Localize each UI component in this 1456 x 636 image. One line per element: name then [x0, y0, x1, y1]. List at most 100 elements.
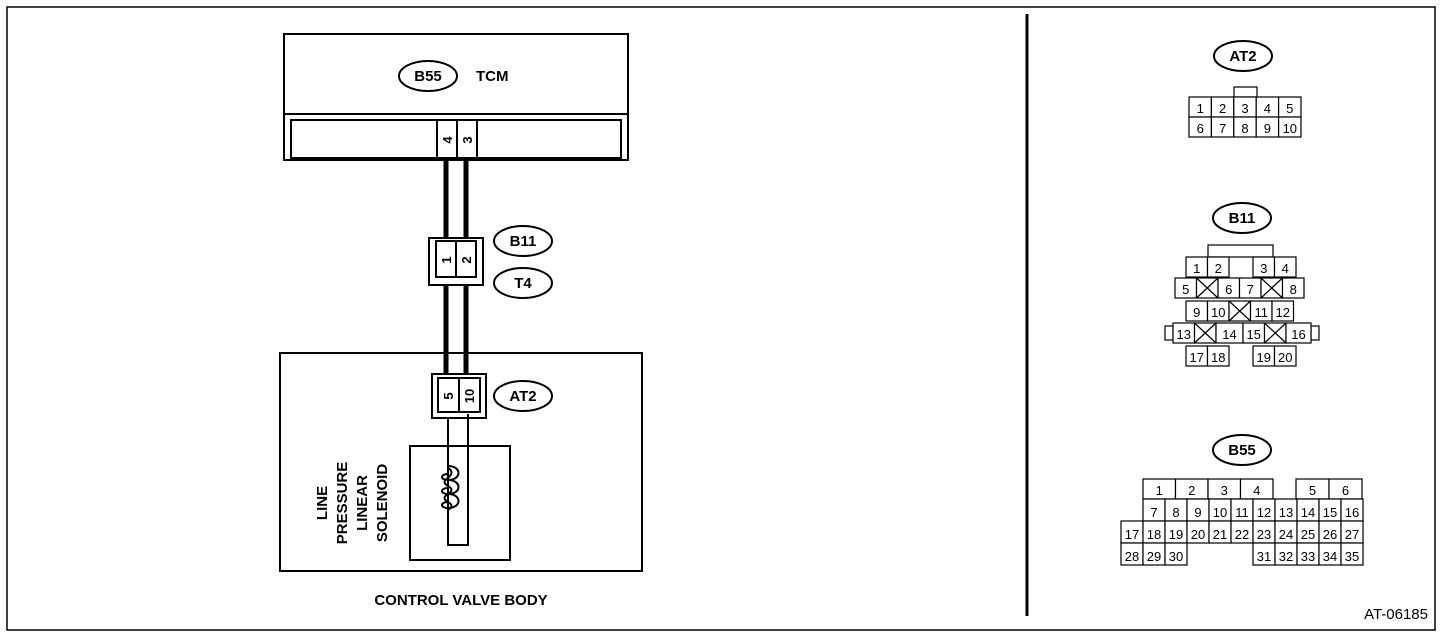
b55-pin-33: 33	[1301, 549, 1315, 564]
at2-face-title: AT2	[1229, 48, 1256, 65]
b55-pin-30: 30	[1169, 549, 1183, 564]
pin-cell	[1285, 322, 1312, 344]
pin-cell	[1206, 256, 1230, 278]
at2-pin-2: 2	[1219, 101, 1226, 116]
b55-pin-22: 22	[1235, 527, 1249, 542]
b55-pin-29: 29	[1147, 549, 1161, 564]
b11-pin-10: 10	[1211, 305, 1225, 320]
at2-pin-6: 6	[1197, 121, 1204, 136]
outer-frame	[6, 6, 1436, 631]
b55-pin-4: 4	[1253, 483, 1260, 498]
b11-pin-9: 9	[1193, 305, 1200, 320]
b55-pin-8: 8	[1172, 505, 1179, 520]
pin-cell	[1164, 542, 1188, 566]
b55-pin-6: 6	[1342, 483, 1349, 498]
b55-pin-23: 23	[1257, 527, 1271, 542]
b55-pin-21: 21	[1213, 527, 1227, 542]
b55-pin-7: 7	[1150, 505, 1157, 520]
b11-pin-18: 18	[1211, 350, 1225, 365]
tcm-name: TCM	[476, 68, 509, 85]
solenoid-label-line-3: LINEAR	[354, 475, 371, 531]
solenoid-label-line-1: LINE	[314, 486, 331, 520]
b55-pin-14: 14	[1301, 505, 1315, 520]
tcm-pin-4: 4	[440, 136, 455, 144]
b11-pin-6: 6	[1225, 282, 1232, 297]
b55-pin-3: 3	[1221, 483, 1228, 498]
b11-pin-5: 5	[1182, 282, 1189, 297]
tcm-connector-badge	[398, 60, 458, 92]
b55-pin-13: 13	[1279, 505, 1293, 520]
b11-face-title: B11	[1229, 210, 1256, 227]
b55-pin-20: 20	[1191, 527, 1205, 542]
valve-pin-10: 10	[462, 389, 477, 403]
pin-cell	[1273, 256, 1297, 278]
b55-face-title: B55	[1228, 442, 1256, 459]
joint-connector-top-id: B11	[510, 233, 537, 250]
joint-connector: 1 2 B11 T4	[428, 225, 553, 299]
b55-pin-19: 19	[1169, 527, 1183, 542]
at2-pin-1: 1	[1197, 101, 1204, 116]
b11-pin-14: 14	[1222, 327, 1236, 342]
b55-pin-35: 35	[1345, 549, 1359, 564]
b11-pin-11: 11	[1255, 305, 1269, 320]
b11-pin-7: 7	[1247, 282, 1254, 297]
joint-connector-badge-top	[493, 225, 553, 257]
solenoid-label-line-4: SOLENOID	[374, 464, 391, 543]
joint-pin-1: 1	[439, 256, 454, 263]
b11-pin-20: 20	[1278, 350, 1292, 365]
b55-pin-2: 2	[1188, 483, 1195, 498]
b11-pin-4: 4	[1282, 261, 1289, 276]
pin-cell	[1340, 542, 1364, 566]
figure-id: AT-06185	[1364, 606, 1428, 623]
pin-cell	[1273, 345, 1297, 367]
pin-cell	[1271, 300, 1295, 322]
tcm-module: 4 3 B55 TCM	[283, 33, 629, 161]
b55-pin-28: 28	[1125, 549, 1139, 564]
at2-pin-5: 5	[1286, 101, 1293, 116]
b55-pin-31: 31	[1257, 549, 1271, 564]
b11-pin-2: 2	[1215, 261, 1222, 276]
b55-pin-16: 16	[1345, 505, 1359, 520]
b55-pin-34: 34	[1323, 549, 1337, 564]
b55-pin-1: 1	[1156, 483, 1163, 498]
valve-connector-badge	[493, 380, 553, 412]
b55-pin-18: 18	[1147, 527, 1161, 542]
at2-pin-10: 10	[1283, 121, 1297, 136]
b11-pin-8: 8	[1290, 282, 1297, 297]
b11-pin-3: 3	[1260, 261, 1267, 276]
at2-pin-3: 3	[1241, 101, 1248, 116]
valve-connector-id: AT2	[509, 388, 536, 405]
at2-pin-4: 4	[1264, 101, 1271, 116]
b11-pin-12: 12	[1276, 305, 1290, 320]
pin-cell	[1277, 116, 1302, 138]
b55-pin-25: 25	[1301, 527, 1315, 542]
b11-pin-13: 13	[1177, 327, 1191, 342]
blank-cavity-mark	[1196, 277, 1219, 299]
blank-cavity-mark	[1228, 300, 1251, 322]
tcm-connector-id: B55	[414, 68, 442, 85]
solenoid-coil-loops	[441, 465, 460, 510]
b55-pin-24: 24	[1279, 527, 1293, 542]
at2-pin-8: 8	[1241, 121, 1248, 136]
blank-cavity-mark	[1194, 322, 1217, 344]
b55-pin-26: 26	[1323, 527, 1337, 542]
at2-pin-9: 9	[1264, 121, 1271, 136]
b55-pin-27: 27	[1345, 527, 1359, 542]
b11-pin-19: 19	[1257, 350, 1271, 365]
pin-cell	[1206, 345, 1230, 367]
b11-pin-1: 1	[1193, 261, 1200, 276]
tcm-pin-3: 3	[460, 136, 475, 143]
at2-pin-7: 7	[1219, 121, 1226, 136]
blank-cavity-mark	[1260, 277, 1283, 299]
control-valve-body: 5 10 AT2 LINE PRESSURE LINEAR SOLENOID	[279, 352, 643, 572]
joint-pin-2: 2	[459, 256, 474, 263]
control-valve-body-label: CONTROL VALVE BODY	[374, 592, 547, 609]
b55-pin-15: 15	[1323, 505, 1337, 520]
pin-cell	[1281, 277, 1305, 299]
joint-connector-badge-bottom	[493, 267, 553, 299]
solenoid-coil	[443, 414, 469, 546]
